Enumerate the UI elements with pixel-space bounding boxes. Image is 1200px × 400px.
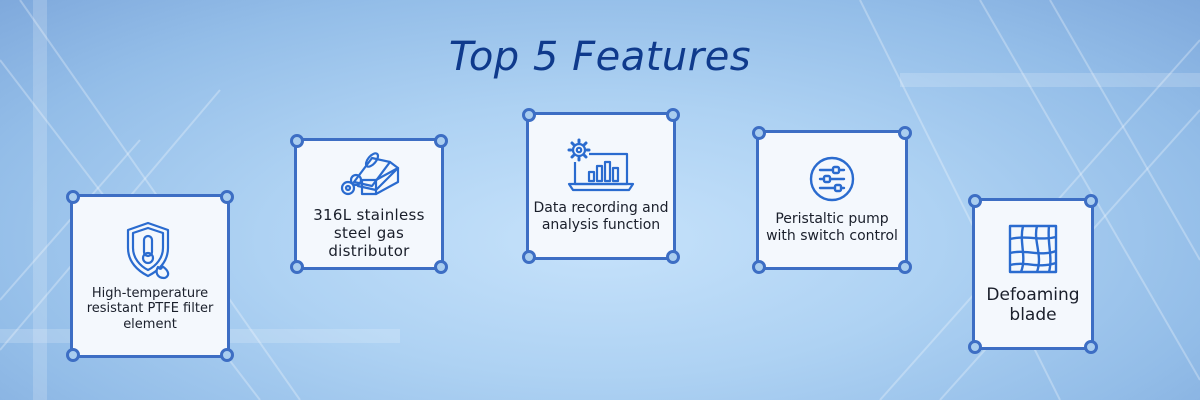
feature-card-ptfe-filter: High-temperature resistant PTFE filter e… [66,190,234,362]
page-title: Top 5 Features [448,34,752,80]
card-corner [220,348,234,362]
card-corner [290,134,304,148]
card-corner [898,260,912,274]
blade-grid-icon [1008,224,1058,273]
card-corner [752,126,766,140]
card-corner [752,260,766,274]
feature-label: Peristaltic pump with switch control [766,211,898,244]
feature-card-defoaming-blade: Defoaming blade [968,194,1098,354]
feature-card-data-recording: Data recording and analysis function [522,108,680,264]
feature-label: Data recording and analysis function [533,200,669,233]
feature-label: 316L stainless steel gas distributor [313,206,425,260]
feature-label: High-temperature resistant PTFE filter e… [86,285,214,332]
feature-label: Defoaming blade [986,284,1080,325]
sliders-controls-icon [809,157,855,202]
card-corner [522,108,536,122]
feature-card-gas-distributor: 316L stainless steel gas distributor [290,134,448,274]
card-corner [968,340,982,354]
card-corner [434,260,448,274]
card-corner [666,250,680,264]
card-corner [66,190,80,204]
card-corner [898,126,912,140]
card-corner [434,134,448,148]
card-corner [220,190,234,204]
steel-pipes-icon [340,152,400,196]
card-corner [66,348,80,362]
feature-card-peristaltic-pump: Peristaltic pump with switch control [752,126,912,274]
card-corner [522,250,536,264]
shield-thermometer-flame-icon [126,221,170,279]
laptop-chart-gear-icon [567,138,635,192]
card-corner [290,260,304,274]
card-corner [666,108,680,122]
card-corner [1084,340,1098,354]
card-corner [1084,194,1098,208]
card-corner [968,194,982,208]
